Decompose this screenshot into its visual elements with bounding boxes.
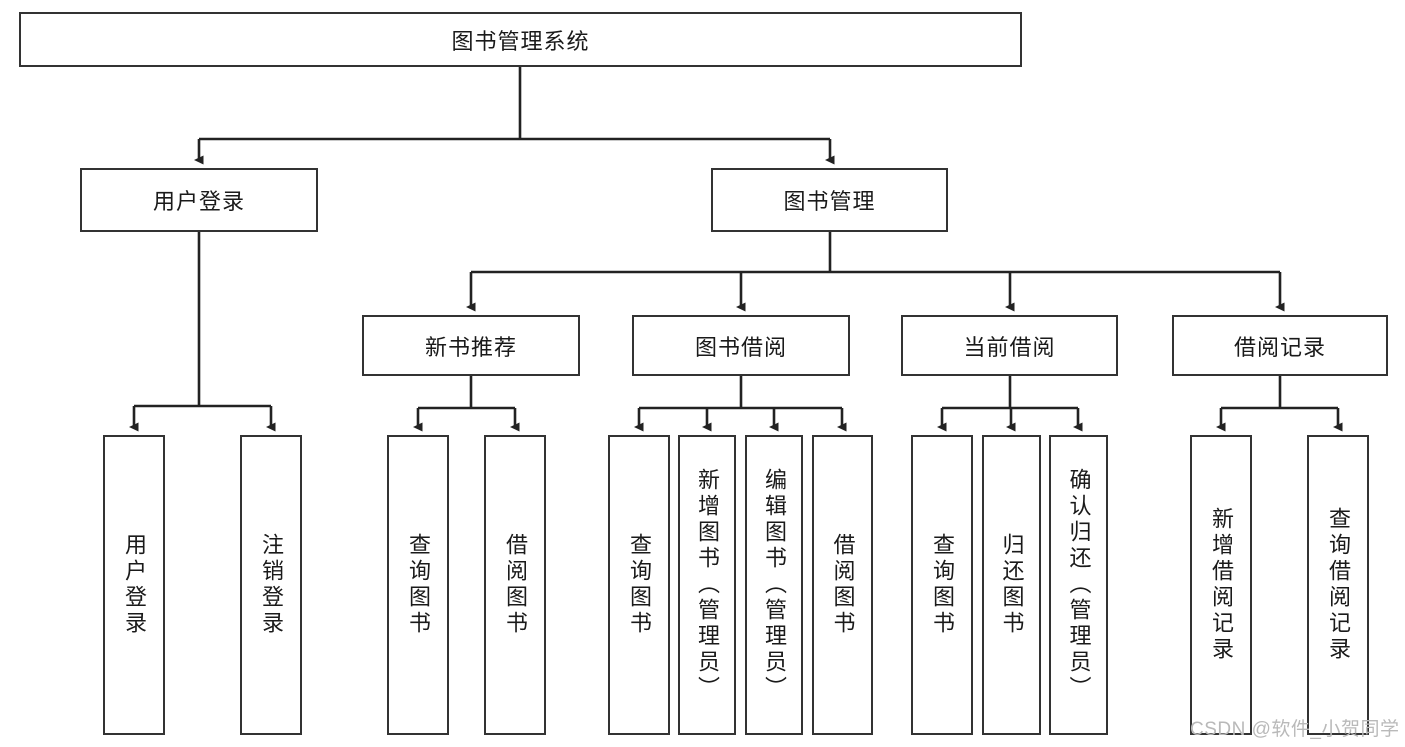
node-book-manage[interactable]: 图书管理 [711, 168, 948, 232]
node-user-login-label: 用户登录 [152, 189, 245, 214]
node-leaf-user-login-label: 用户登录 [122, 533, 147, 637]
node-leaf-borrow-book-1-label: 借阅图书 [503, 533, 528, 637]
node-borrow-record-label: 借阅记录 [1233, 334, 1326, 360]
node-leaf-query-record-label: 查询借阅记录 [1326, 507, 1351, 663]
node-leaf-logout-label: 注销登录 [259, 533, 284, 637]
node-leaf-query-record[interactable]: 查询借阅记录 [1307, 435, 1369, 735]
node-leaf-add-book-label: 新增图书（管理员） [695, 468, 720, 702]
node-leaf-query-book-3[interactable]: 查询图书 [911, 435, 973, 735]
node-user-login[interactable]: 用户登录 [80, 168, 318, 232]
node-book-borrow[interactable]: 图书借阅 [632, 315, 850, 376]
node-current-borrow-label: 当前借阅 [963, 334, 1056, 360]
node-leaf-return-book-label: 归还图书 [999, 533, 1025, 637]
node-root[interactable]: 图书管理系统 [19, 12, 1022, 67]
edge-group-book-borrow [634, 376, 847, 432]
edge-group-root [194, 67, 835, 165]
node-leaf-query-book-2-label: 查询图书 [627, 533, 652, 637]
node-new-book-recommend[interactable]: 新书推荐 [362, 315, 580, 376]
node-leaf-query-book-2[interactable]: 查询图书 [608, 435, 670, 735]
node-leaf-borrow-book-1[interactable]: 借阅图书 [484, 435, 546, 735]
node-leaf-edit-book-label: 编辑图书（管理员） [762, 468, 787, 702]
node-leaf-confirm-return[interactable]: 确认归还（管理员） [1049, 435, 1108, 735]
node-leaf-logout[interactable]: 注销登录 [240, 435, 302, 735]
node-leaf-borrow-book-2[interactable]: 借阅图书 [812, 435, 873, 735]
node-leaf-user-login[interactable]: 用户登录 [103, 435, 165, 735]
csdn-watermark: CSDN @软件_小贺同学 [1190, 719, 1400, 740]
node-current-borrow[interactable]: 当前借阅 [901, 315, 1118, 376]
node-leaf-edit-book[interactable]: 编辑图书（管理员） [745, 435, 803, 735]
edge-group-book-manage [466, 232, 1285, 312]
node-leaf-add-record-label: 新增借阅记录 [1209, 507, 1234, 663]
node-book-manage-label: 图书管理 [783, 189, 876, 214]
node-leaf-borrow-book-2-label: 借阅图书 [830, 533, 856, 637]
node-leaf-confirm-return-label: 确认归还（管理员） [1066, 468, 1092, 702]
edge-group-current-borrow [937, 376, 1083, 432]
node-root-label: 图书管理系统 [451, 28, 590, 54]
node-book-borrow-label: 图书借阅 [694, 334, 787, 360]
node-leaf-query-book-3-label: 查询图书 [930, 533, 955, 637]
edge-group-new-book-recommend [413, 376, 520, 432]
node-leaf-add-record[interactable]: 新增借阅记录 [1190, 435, 1252, 735]
node-leaf-add-book[interactable]: 新增图书（管理员） [678, 435, 736, 735]
node-leaf-query-book-1-label: 查询图书 [406, 533, 431, 637]
node-new-book-recommend-label: 新书推荐 [424, 334, 517, 360]
node-leaf-query-book-1[interactable]: 查询图书 [387, 435, 449, 735]
node-leaf-return-book[interactable]: 归还图书 [982, 435, 1041, 735]
node-borrow-record[interactable]: 借阅记录 [1172, 315, 1388, 376]
edge-group-borrow-record [1216, 376, 1343, 432]
edge-group-user-login [129, 232, 276, 432]
